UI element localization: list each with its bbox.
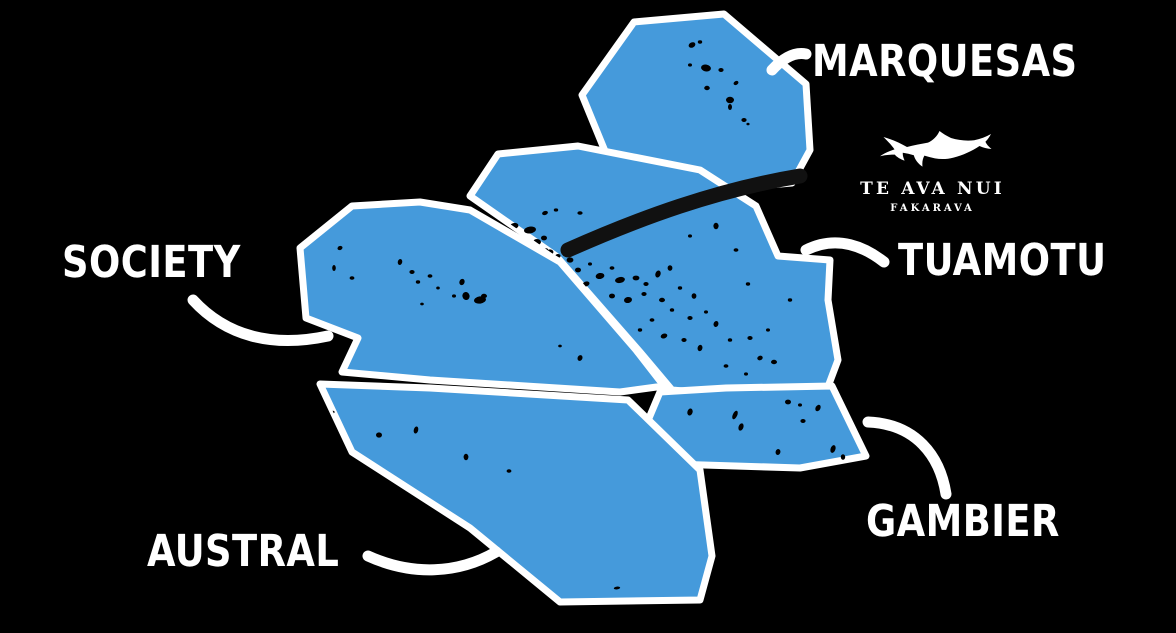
connector-marquesas bbox=[766, 48, 812, 76]
shark-icon bbox=[879, 131, 991, 167]
region-label-gambier[interactable]: GAMBIER bbox=[866, 496, 1060, 547]
region-label-marquesas[interactable]: MARQUESAS bbox=[812, 36, 1078, 87]
brand-location: FAKARAVA bbox=[890, 203, 975, 214]
society-islands bbox=[332, 245, 583, 361]
brand-name: TE AVA NUI bbox=[860, 179, 1005, 199]
brand-logo[interactable]: TE AVA NUI FAKARAVA bbox=[845, 128, 1020, 214]
region-austral[interactable] bbox=[316, 380, 716, 606]
connector-tuamotu bbox=[800, 237, 890, 268]
region-label-tuamotu[interactable]: TUAMOTU bbox=[898, 235, 1107, 286]
austral-islands bbox=[331, 410, 621, 590]
gambier-islands bbox=[687, 399, 846, 460]
region-austral-shape bbox=[316, 380, 716, 606]
connector-austral bbox=[362, 546, 502, 576]
region-label-society[interactable]: SOCIETY bbox=[62, 237, 241, 288]
region-label-austral[interactable]: AUSTRAL bbox=[147, 526, 340, 577]
tuamotu-pointer-line bbox=[560, 168, 808, 258]
connector-society bbox=[187, 294, 334, 346]
connector-gambier bbox=[862, 416, 952, 500]
marquesas-islands bbox=[688, 40, 750, 126]
region-society[interactable] bbox=[296, 198, 668, 396]
